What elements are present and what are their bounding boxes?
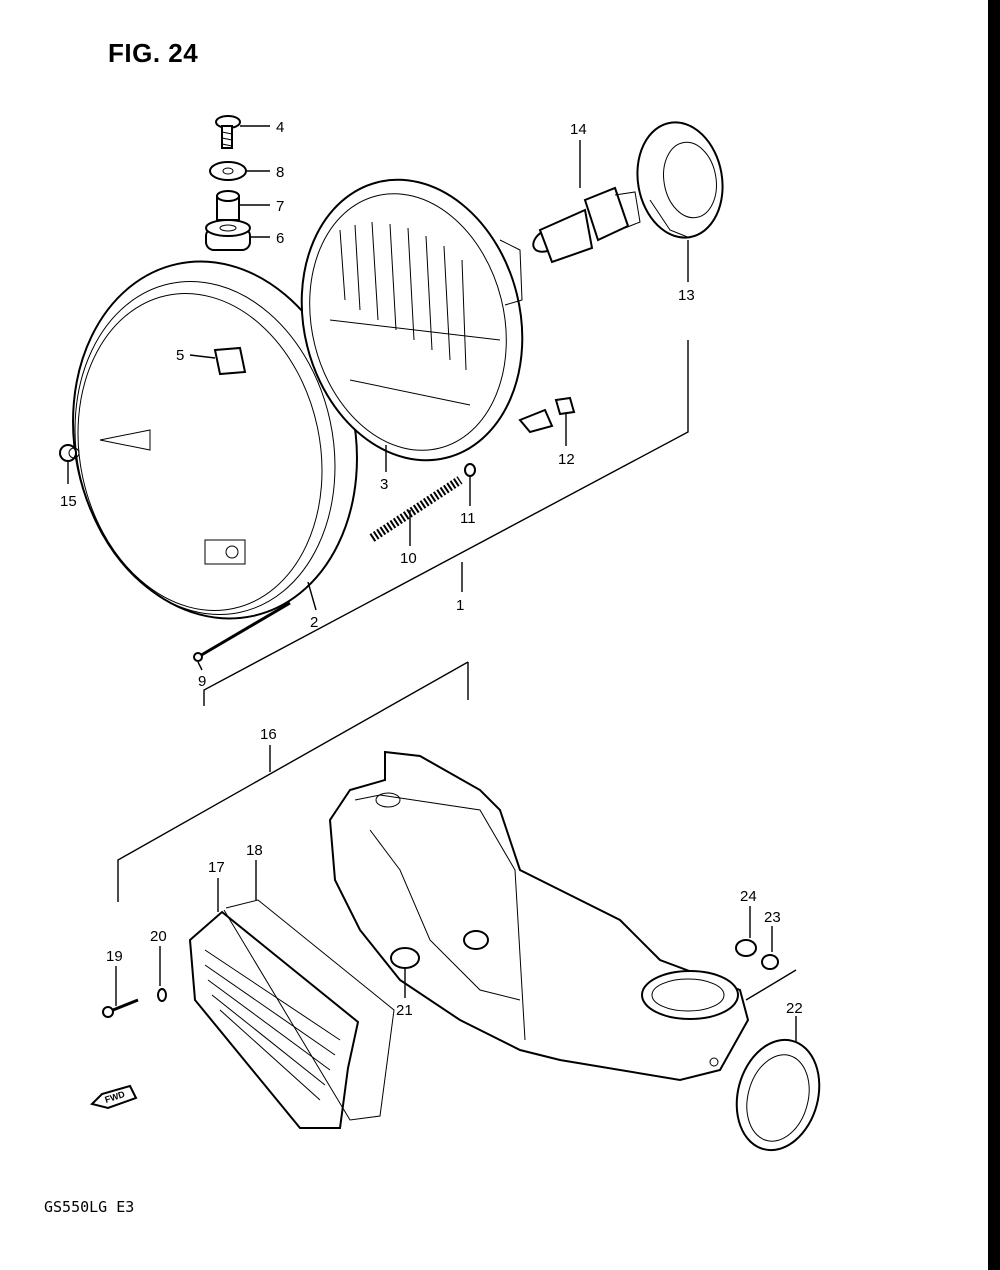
callout-15: 15 bbox=[60, 493, 77, 510]
callout-12: 12 bbox=[558, 451, 575, 468]
cowl-cap-part bbox=[735, 1038, 821, 1152]
collar-part bbox=[216, 190, 240, 221]
leader-lines-top bbox=[67, 125, 689, 671]
forward-arrow-icon: FWD bbox=[90, 1084, 138, 1110]
gasket-part bbox=[223, 899, 395, 1121]
nut-part bbox=[554, 396, 576, 416]
headlight-lens-unit bbox=[300, 178, 554, 462]
callout-14: 14 bbox=[570, 121, 587, 138]
callout-18: 18 bbox=[246, 842, 263, 859]
model-code: GS550LG E3 bbox=[44, 1198, 135, 1216]
callout-23: 23 bbox=[764, 909, 781, 926]
callout-5: 5 bbox=[176, 347, 184, 364]
leader-lines-bottom bbox=[115, 860, 797, 1042]
callout-6: 6 bbox=[276, 230, 284, 247]
callout-13: 13 bbox=[678, 287, 695, 304]
assembly-16-bracket bbox=[117, 661, 469, 902]
callout-8: 8 bbox=[276, 164, 284, 181]
screw-cap-part bbox=[59, 444, 80, 462]
assembly-1-bracket bbox=[203, 340, 689, 706]
callout-17: 17 bbox=[208, 859, 225, 876]
callout-1: 1 bbox=[456, 597, 464, 614]
position-lens-part bbox=[188, 910, 360, 1129]
callout-24: 24 bbox=[740, 888, 757, 905]
callout-19: 19 bbox=[106, 948, 123, 965]
lens-screw-part bbox=[102, 998, 139, 1018]
small-washer-part bbox=[464, 463, 476, 477]
screw-part bbox=[215, 115, 241, 149]
callout-21: 21 bbox=[396, 1002, 413, 1019]
grommet-part bbox=[205, 219, 251, 251]
adjust-screw-part bbox=[193, 601, 291, 662]
callout-22: 22 bbox=[786, 1000, 803, 1017]
callout-4: 4 bbox=[276, 119, 284, 136]
spring-part bbox=[369, 476, 463, 542]
callout-3: 3 bbox=[380, 476, 388, 493]
lens-washer-part bbox=[157, 988, 167, 1002]
callout-20: 20 bbox=[150, 928, 167, 945]
callout-11: 11 bbox=[460, 510, 476, 527]
figure-title: FIG. 24 bbox=[108, 38, 199, 68]
washer-part bbox=[209, 161, 247, 181]
cowl-washer-part bbox=[761, 954, 779, 970]
callout-7: 7 bbox=[276, 198, 284, 215]
callout-10: 10 bbox=[400, 550, 417, 567]
cowl-nut-part bbox=[735, 939, 757, 957]
headlight-cowl-housing bbox=[328, 750, 750, 1082]
callout-16: 16 bbox=[260, 726, 277, 743]
callout-2: 2 bbox=[310, 614, 318, 631]
callout-numbers: 4 8 7 6 5 15 14 13 12 11 10 3 2 1 9 16 1… bbox=[60, 119, 803, 1019]
clip-part bbox=[213, 346, 247, 376]
page-edge-bar bbox=[988, 0, 1000, 1270]
bulb-socket-part bbox=[636, 121, 724, 239]
callout-9: 9 bbox=[198, 673, 206, 690]
bulb-part bbox=[532, 186, 641, 264]
